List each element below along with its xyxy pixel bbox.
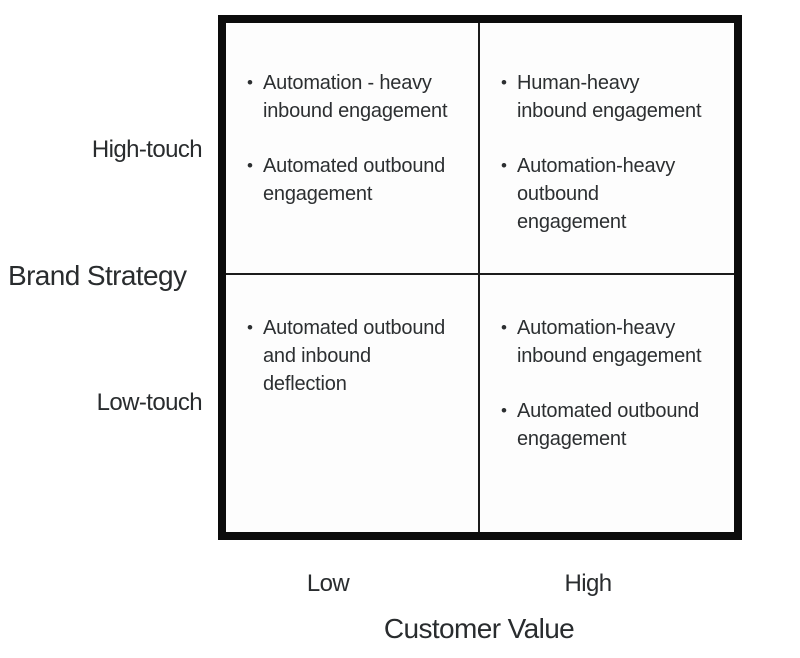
- quadrant-low-touch-high-value: Automation-heavy inbound engagement Auto…: [480, 275, 734, 532]
- x-axis-tick-low: Low: [306, 570, 350, 597]
- bullet-item: Automation - heavy inbound engagement: [246, 69, 468, 125]
- bullet-item: Automated outbound engagement: [500, 397, 724, 453]
- quadrant-high-touch-low-value: Automation - heavy inbound engagement Au…: [226, 23, 480, 275]
- bullet-item: Human-heavy inbound engagement: [500, 69, 724, 125]
- quadrant-bullet-list: Automation - heavy inbound engagement Au…: [246, 69, 468, 208]
- bullet-item: Automation-heavy outbound engagement: [500, 152, 724, 236]
- quadrant-bullet-list: Automation-heavy inbound engagement Auto…: [500, 314, 724, 453]
- y-axis-tick-high-touch: High-touch: [91, 136, 203, 163]
- quadrant-low-touch-low-value: Automated outbound and inbound deflectio…: [226, 275, 480, 532]
- bullet-item: Automation-heavy inbound engagement: [500, 314, 724, 370]
- y-axis-title: Brand Strategy: [8, 260, 187, 291]
- quadrant-bullet-list: Automated outbound and inbound deflectio…: [246, 314, 468, 398]
- bullet-item: Automated outbound engagement: [246, 152, 468, 208]
- x-axis-title: Customer Value: [383, 613, 575, 644]
- quadrant-matrix: Automation - heavy inbound engagement Au…: [218, 15, 742, 540]
- y-axis-tick-low-touch: Low-touch: [96, 389, 203, 416]
- x-axis-tick-high: High: [564, 570, 613, 597]
- quadrant-bullet-list: Human-heavy inbound engagement Automatio…: [500, 69, 724, 236]
- quadrant-high-touch-high-value: Human-heavy inbound engagement Automatio…: [480, 23, 734, 275]
- bullet-item: Automated outbound and inbound deflectio…: [246, 314, 468, 398]
